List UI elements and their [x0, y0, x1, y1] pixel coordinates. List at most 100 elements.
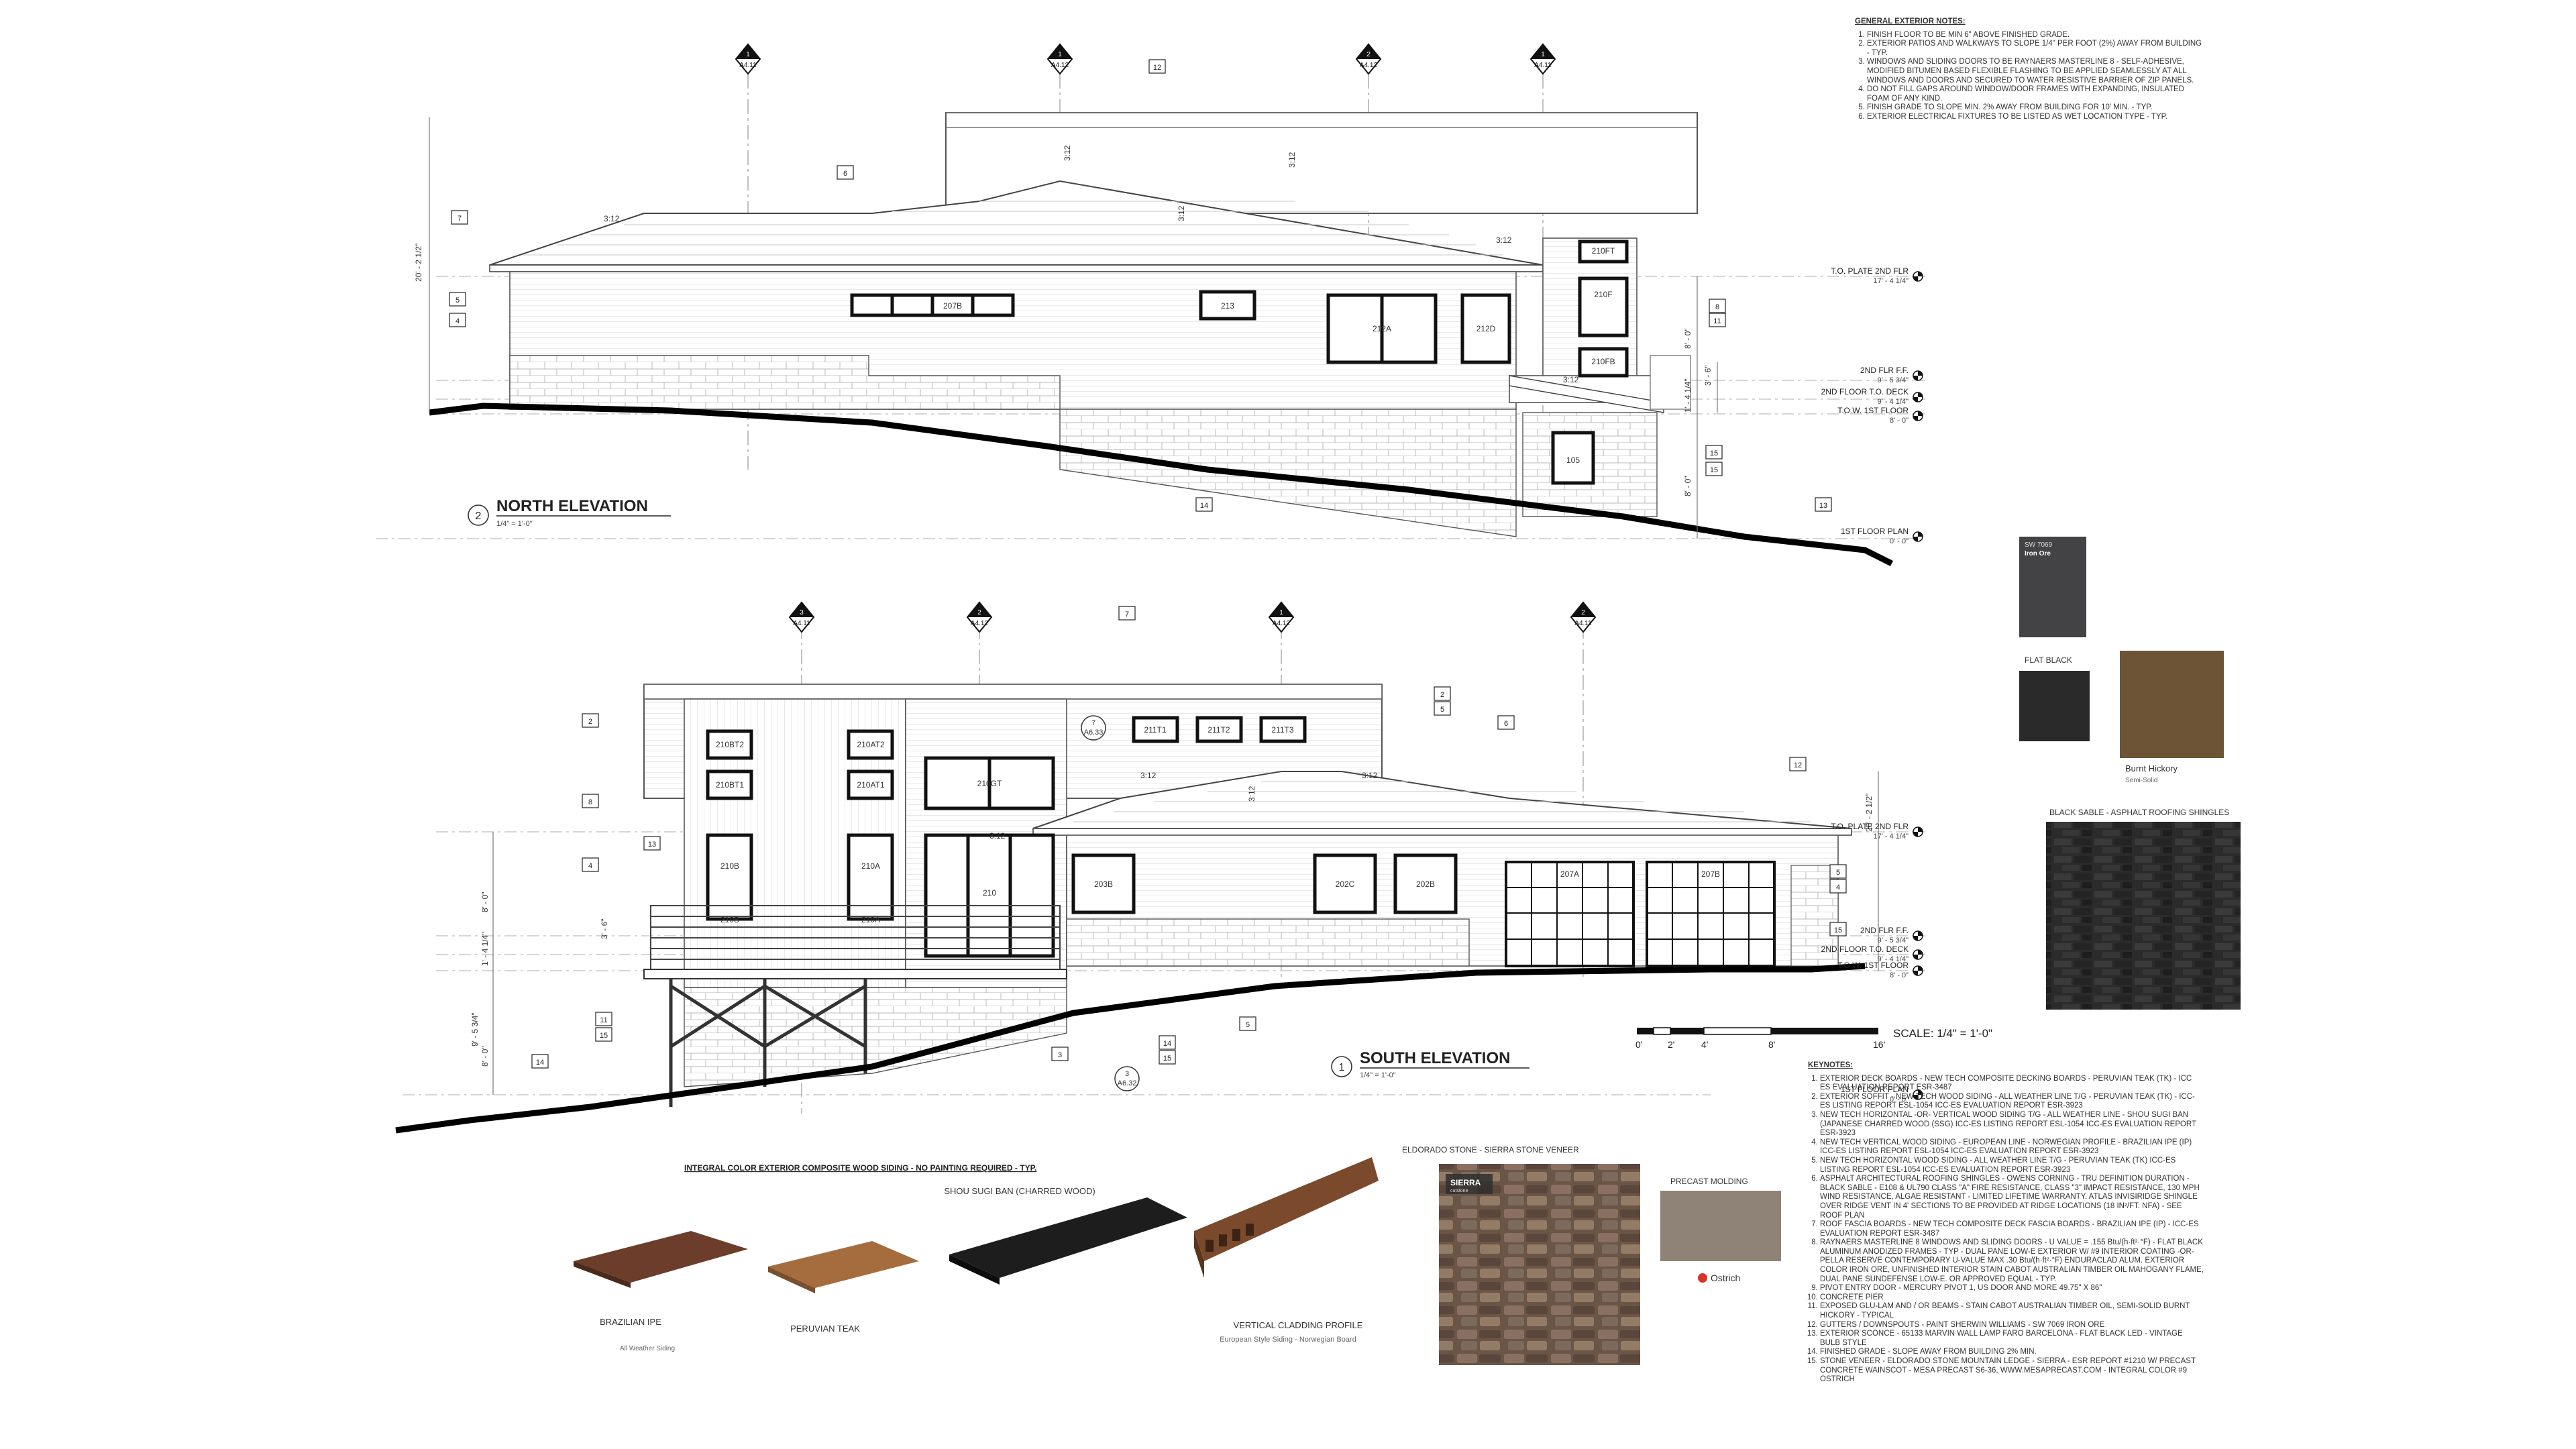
- north-slope: 3:12: [1563, 375, 1579, 384]
- north-title-number: 2: [476, 511, 482, 522]
- grid-marker: 2A4.12: [1355, 43, 1382, 75]
- keynote-tag: 12: [1789, 757, 1807, 771]
- svg-text:14: 14: [1200, 502, 1208, 510]
- svg-text:12: 12: [1794, 761, 1802, 769]
- grid-marker-num: 1: [746, 51, 750, 58]
- svg-text:European Style Siding - Norweg: European Style Siding - Norwegian Board: [1220, 1336, 1356, 1344]
- south-dim: 9' - 5 3/4": [470, 1012, 480, 1046]
- svg-text:14: 14: [1163, 1040, 1171, 1048]
- svg-text:15: 15: [1834, 926, 1842, 934]
- svg-text:13: 13: [648, 841, 656, 849]
- svg-text:9' - 4 1/4": 9' - 4 1/4": [1878, 955, 1909, 963]
- grid-marker-num: 1: [1541, 51, 1545, 58]
- svg-text:15: 15: [1710, 449, 1718, 458]
- svg-text:7: 7: [1125, 610, 1129, 619]
- svg-text:T.O.W. 1ST FLOOR: T.O.W. 1ST FLOOR: [1837, 961, 1909, 970]
- siding-brazilian-ipe: BRAZILIAN IPE All Weather Siding: [574, 1231, 748, 1352]
- svg-text:5: 5: [455, 297, 460, 305]
- keynote-tag: 13: [1815, 497, 1832, 512]
- svg-text:12: 12: [1153, 64, 1161, 72]
- svg-text:7: 7: [458, 215, 462, 223]
- south-title-number: 1: [1339, 1062, 1345, 1073]
- grid-marker: 3A4.11: [788, 601, 815, 633]
- scale-bar: 0' 2' 4' 8' 16' SCALE: 1/4" = 1'-0": [1635, 1027, 1992, 1050]
- scale-tick: 8': [1768, 1039, 1775, 1050]
- keynotes-list: EXTERIOR DECK BOARDS - NEW TECH COMPOSIT…: [1808, 1075, 2204, 1385]
- keynote-tag: 15: [1705, 462, 1723, 476]
- south-window-tag: 210GT: [977, 779, 1002, 788]
- keynote-tag: 2: [582, 713, 599, 728]
- keynote-item: ROOF FASCIA BOARDS - NEW TECH COMPOSITE …: [1820, 1220, 2204, 1238]
- svg-text:Semi-Solid: Semi-Solid: [2125, 777, 2157, 784]
- general-note-item: WINDOWS AND SLIDING DOORS TO BE RAYNAERS…: [1867, 58, 2204, 85]
- keynote-tag: 14: [531, 1054, 549, 1069]
- svg-text:6: 6: [1504, 720, 1508, 728]
- svg-text:T.O. PLATE 2ND FLR: T.O. PLATE 2ND FLR: [1831, 266, 1909, 276]
- svg-text:4: 4: [455, 317, 460, 325]
- scale-tick: 0': [1635, 1039, 1642, 1050]
- south-window-tag: 211T2: [1208, 725, 1230, 735]
- grid-marker-sheet: A4.11: [1534, 62, 1552, 69]
- svg-text:ELDORADO STONE - SIERRA STONE: ELDORADO STONE - SIERRA STONE VENEER: [1402, 1145, 1579, 1155]
- south-window-tag: 210B: [720, 861, 739, 871]
- swatch-shingles: BLACK SABLE - ASPHALT ROOFING SHINGLES: [2046, 808, 2241, 1010]
- keynote-tag: 14: [1159, 1035, 1176, 1050]
- north-slope: 3:12: [604, 214, 620, 223]
- swatch-iron-ore: SW 7069 Iron Ore: [2019, 537, 2086, 637]
- keynote-tag: 3: [1051, 1046, 1069, 1061]
- keynote-tag: 11: [595, 1012, 612, 1026]
- grid-marker-sheet: A4.12: [1360, 62, 1378, 69]
- south-slope: 3:12: [989, 831, 1006, 841]
- svg-text:2ND FLR F.F.: 2ND FLR F.F.: [1860, 366, 1909, 375]
- north-title: NORTH ELEVATION: [496, 497, 648, 515]
- section-callout-sheet: A6.32: [1118, 1079, 1137, 1087]
- south-window-tag: 211T1: [1144, 725, 1166, 735]
- south-window-tag: 210BT1: [716, 780, 744, 790]
- keynote-item: STONE VENEER - ELDORADO STONE MOUNTAIN L…: [1820, 1357, 2204, 1385]
- svg-text:5: 5: [1836, 869, 1840, 877]
- north-dim: 8' - 0": [1683, 476, 1693, 496]
- keynote-item: FINISHED GRADE - SLOPE AWAY FROM BUILDIN…: [1820, 1348, 2204, 1357]
- grid-marker-num: 2: [1366, 51, 1371, 58]
- keynote-tag: 15: [1705, 445, 1723, 460]
- north-scale: 1/4" = 1'-0": [496, 520, 533, 528]
- keynote-item: PIVOT ENTRY DOOR - MERCURY PIVOT 1, US D…: [1820, 1284, 2204, 1293]
- north-window-tag: 213: [1221, 301, 1234, 311]
- north-slope: 3:12: [1287, 152, 1297, 168]
- svg-text:Iron Ore: Iron Ore: [2025, 550, 2051, 557]
- keynote-item: EXPOSED GLU-LAM AND / OR BEAMS - STAIN C…: [1820, 1302, 2204, 1320]
- grid-marker: 2A4.12: [966, 601, 993, 633]
- svg-text:BLACK SABLE - ASPHALT ROOFING: BLACK SABLE - ASPHALT ROOFING SHINGLES: [2049, 808, 2229, 817]
- south-window-tag: 210A: [861, 861, 880, 871]
- north-slope: 3:12: [1177, 205, 1186, 221]
- south-slope: 3:12: [1140, 771, 1157, 780]
- general-note-item: EXTERIOR PATIOS AND WALKWAYS TO SLOPE 1/…: [1867, 40, 2204, 58]
- general-note-item: EXTERIOR ELECTRICAL FIXTURES TO BE LISTE…: [1867, 113, 2204, 122]
- svg-text:11: 11: [600, 1016, 607, 1024]
- svg-text:SW 7069: SW 7069: [2025, 541, 2053, 549]
- svg-text:13: 13: [1819, 502, 1827, 510]
- grid-marker-sheet: A4.12: [971, 620, 989, 627]
- north-slope: 3:12: [1496, 235, 1512, 245]
- south-dim: 8' - 0": [480, 892, 490, 912]
- keynote-tag: 13: [643, 836, 661, 851]
- svg-text:15: 15: [600, 1032, 608, 1040]
- svg-text:2ND FLOOR T.O. DECK: 2ND FLOOR T.O. DECK: [1821, 387, 1909, 396]
- keynote-tag: 15: [1829, 922, 1847, 936]
- scale-tick: 2': [1668, 1039, 1674, 1050]
- keynotes: KEYNOTES: EXTERIOR DECK BOARDS - NEW TEC…: [1808, 1061, 2204, 1385]
- south-dim: 3' - 6": [600, 918, 609, 939]
- svg-text:4: 4: [1836, 883, 1840, 892]
- grid-marker: 2A4.11: [1570, 601, 1597, 633]
- keynote-tag: 6: [837, 165, 854, 180]
- north-dim: 1' - 4 1/4": [1683, 378, 1693, 413]
- swatch-flat-black: FLAT BLACK: [2019, 655, 2090, 741]
- keynote-tag: 5: [1434, 701, 1451, 716]
- north-window-tag: 212D: [1477, 324, 1496, 333]
- keynote-tag: 11: [1709, 313, 1726, 327]
- south-window-tag: 210BT2: [716, 740, 744, 749]
